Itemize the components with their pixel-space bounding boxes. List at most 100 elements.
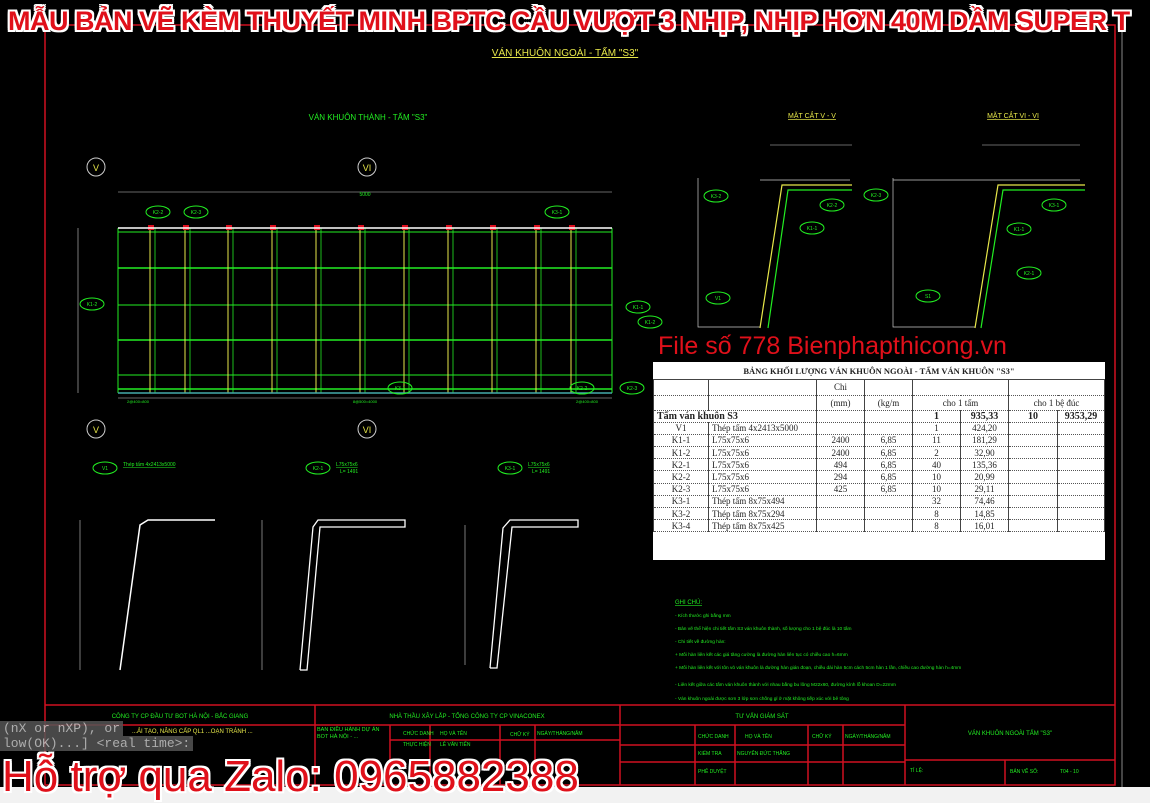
svg-text:K2-1: K2-1 bbox=[1024, 271, 1035, 277]
svg-text:HỌ VÀ TÊN: HỌ VÀ TÊN bbox=[440, 729, 467, 737]
detail-tag: K3-1 bbox=[497, 461, 523, 475]
svg-text:K3-1: K3-1 bbox=[395, 386, 406, 392]
detail-tag: V1 bbox=[92, 461, 118, 475]
svg-text:CHỮ KÝ: CHỮ KÝ bbox=[812, 733, 832, 740]
title-block: CÔNG TY CP ĐẦU TƯ BOT HÀ NỘI - BẮC GIANG… bbox=[112, 712, 1079, 775]
part-label: S1 bbox=[915, 289, 941, 303]
note-item: - Liên kết giữa các tấm ván khuôn thành … bbox=[675, 681, 896, 688]
note-item: + Mối hàn liên kết với tôn vỏ ván khuôn … bbox=[675, 664, 961, 671]
dim-bottom-mid: 8@500=4000 bbox=[353, 399, 378, 404]
dim-bottom-left: 2@400=800 bbox=[127, 399, 150, 404]
status-strip bbox=[0, 787, 1150, 803]
check-name: NGUYỄN ĐỨC THẮNG bbox=[737, 749, 790, 757]
detail-spec: L75x75x6 bbox=[336, 462, 358, 468]
project-name: ...ẢI TẠO, NÂNG CẤP QL1 ...OẠN TRÁNH ... bbox=[132, 728, 253, 735]
table-title: BẢNG KHỐI LƯỢNG VÁN KHUÔN NGOÀI - TẤM VÁ… bbox=[653, 362, 1105, 380]
svg-text:K1-2: K1-2 bbox=[87, 302, 98, 308]
svg-text:VI: VI bbox=[363, 163, 372, 173]
section-mark-vi-bottom: VI bbox=[357, 419, 377, 439]
svg-text:K3-1: K3-1 bbox=[552, 210, 563, 216]
part-label: K3-2 bbox=[703, 189, 729, 203]
svg-text:CHỨC DANH: CHỨC DANH bbox=[403, 730, 434, 737]
section-v-title: MẶT CẮT V - V bbox=[788, 111, 836, 120]
executor-role: THỰC HIỆN bbox=[403, 740, 431, 748]
svg-text:VI: VI bbox=[363, 425, 372, 435]
svg-text:K2-2: K2-2 bbox=[827, 203, 838, 209]
svg-text:V1: V1 bbox=[102, 466, 108, 472]
svg-text:K3-1: K3-1 bbox=[1049, 203, 1060, 209]
detail-spec: L75x75x6 bbox=[528, 462, 550, 468]
svg-text:K1-1: K1-1 bbox=[807, 226, 818, 232]
part-label: K2-3 bbox=[863, 188, 889, 202]
svg-text:HỌ VÀ TÊN: HỌ VÀ TÊN bbox=[745, 732, 772, 740]
part-label: K3-1 bbox=[387, 381, 413, 395]
svg-text:CHỨC DANH: CHỨC DANH bbox=[698, 733, 729, 740]
svg-text:K2-2: K2-2 bbox=[153, 210, 164, 216]
part-label: K3-1 bbox=[1041, 198, 1067, 212]
svg-text:K2-3: K2-3 bbox=[871, 193, 882, 199]
svg-text:V1: V1 bbox=[715, 296, 721, 302]
scale-label: TỈ LỆ: bbox=[910, 766, 923, 774]
part-label: K2-3 bbox=[183, 205, 209, 219]
part-label: K2-2 bbox=[569, 381, 595, 395]
section-mark-v-top: V bbox=[86, 157, 106, 177]
section-vi-title: MẶT CẮT VI - VI bbox=[987, 111, 1039, 120]
title-watermark: MẪU BẢN VẼ KÈM THUYẾT MINH BPTC CẦU VƯỢT… bbox=[8, 6, 1130, 36]
notes-list: - Kích thước ghi bằng mm - Bản vẽ thể hiệ… bbox=[675, 612, 961, 702]
board-name: BAN ĐIỀU HÀNH DỰ ÁN BOT HÀ NỘI - ... bbox=[317, 727, 380, 740]
detail-length: L= 1491 bbox=[532, 469, 550, 475]
notes-title: GHI CHÚ: bbox=[675, 599, 702, 606]
drawing-no-label: BẢN VẼ SỐ: bbox=[1010, 768, 1038, 775]
detail-v1 bbox=[79, 519, 215, 671]
svg-text:CHỮ KÝ: CHỮ KÝ bbox=[510, 731, 530, 738]
note-item: - Kích thước ghi bằng mm bbox=[675, 612, 731, 619]
section-mark-vi-top: VI bbox=[357, 157, 377, 177]
part-label: K1-1 bbox=[799, 221, 825, 235]
svg-text:V: V bbox=[93, 425, 99, 435]
section-v-view bbox=[697, 144, 852, 329]
svg-text:K2-3: K2-3 bbox=[627, 386, 638, 392]
command-line-prompt[interactable]: low(OK)...] <real time>: bbox=[0, 736, 194, 751]
svg-text:S1: S1 bbox=[925, 294, 931, 300]
note-item: + Mối hàn liên kết các giá tăng cường là… bbox=[675, 652, 848, 658]
svg-text:K2-1: K2-1 bbox=[313, 466, 324, 472]
zalo-watermark: Hỗ trợ qua Zalo: 0965882388 bbox=[2, 752, 579, 801]
owner-name: CÔNG TY CP ĐẦU TƯ BOT HÀ NỘI - BẮC GIANG bbox=[112, 712, 249, 720]
elevation-title: VÁN KHUÔN THÀNH - TẤM "S3" bbox=[309, 112, 428, 122]
detail-spec: Thép tấm 4x2413x5000 bbox=[123, 462, 176, 468]
dim-bottom-right: 2@400=800 bbox=[576, 399, 599, 404]
svg-text:NGÀY/THÁNG/NĂM: NGÀY/THÁNG/NĂM bbox=[845, 733, 891, 740]
note-item: - Chi tiết về đường hàn: bbox=[675, 639, 726, 645]
detail-tag: K2-1 bbox=[305, 461, 331, 475]
part-label: V1 bbox=[705, 291, 731, 305]
section-vi-view bbox=[892, 144, 1085, 329]
detail-length: L= 1491 bbox=[340, 469, 358, 475]
part-label: K2-2 bbox=[819, 198, 845, 212]
detail-k3-1 bbox=[464, 519, 579, 669]
executor-name: LÊ VĂN TIẾN bbox=[440, 740, 471, 748]
part-label: K2-2 bbox=[145, 205, 171, 219]
note-item: - Ván khuôn ngoài được sơn 3 lớp sơn chố… bbox=[675, 695, 849, 702]
svg-text:K3-2: K3-2 bbox=[711, 194, 722, 200]
note-item: - Bản vẽ thể hiện chi tiết tấm S3 ván kh… bbox=[675, 625, 852, 632]
svg-text:K1-2: K1-2 bbox=[645, 320, 656, 326]
command-line-history: (nX or nXP), or bbox=[0, 721, 124, 736]
svg-text:K2-2: K2-2 bbox=[577, 386, 588, 392]
consultant-label: TƯ VẤN GIÁM SÁT bbox=[735, 713, 788, 720]
svg-text:K2-3: K2-3 bbox=[191, 210, 202, 216]
part-label: K1-1 bbox=[1006, 222, 1032, 236]
sheet-title: VÁN KHUÔN NGOÀI - TẤM "S3" bbox=[492, 46, 639, 59]
contractor-name: NHÀ THẦU XÂY LẮP - TỔNG CÔNG TY CP VINAC… bbox=[389, 712, 544, 720]
part-label: K1-2 bbox=[637, 315, 663, 329]
svg-text:NGÀY/THÁNG/NĂM: NGÀY/THÁNG/NĂM bbox=[537, 730, 583, 737]
